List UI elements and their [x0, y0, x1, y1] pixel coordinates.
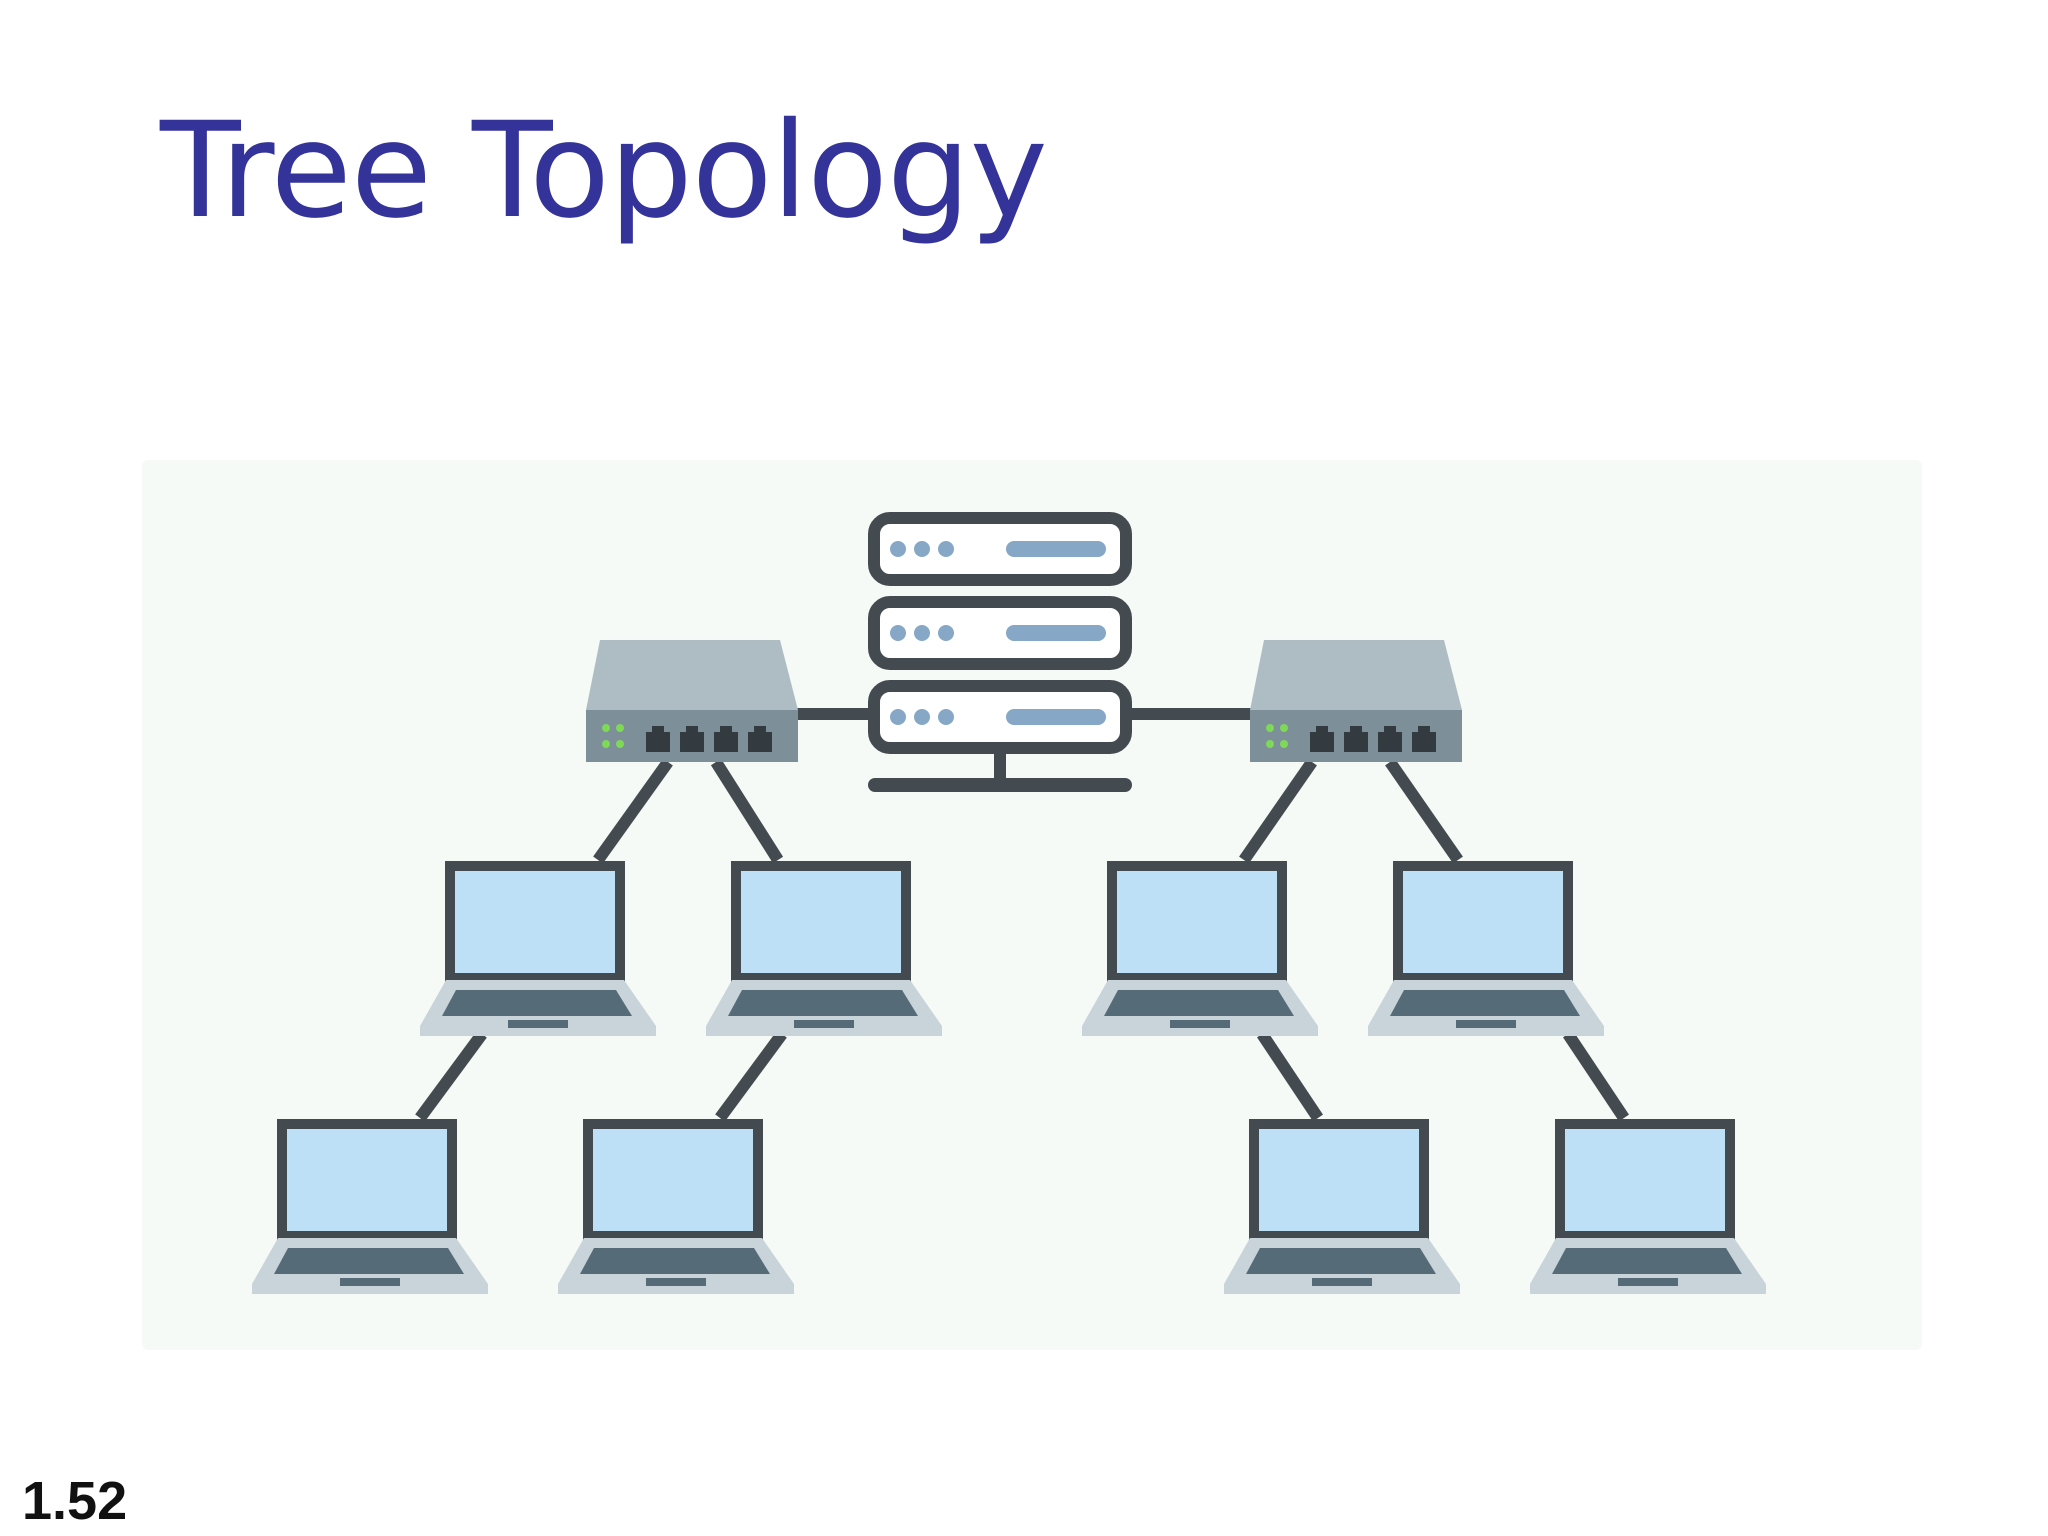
- connection-line: [715, 1030, 787, 1122]
- laptop-icon: [1530, 1119, 1766, 1294]
- network-devices: [252, 512, 1766, 1294]
- laptop-icon: [420, 861, 656, 1036]
- connection-line: [1239, 758, 1317, 864]
- laptop-icon: [1368, 861, 1604, 1036]
- connection-line: [1385, 758, 1463, 864]
- connection-line: [1257, 1030, 1323, 1122]
- network-switch-icon: [1250, 640, 1462, 762]
- connection-lines: [415, 708, 1629, 1122]
- connection-line: [593, 758, 673, 864]
- network-switch-icon: [586, 640, 798, 762]
- server-rack-icon: [868, 512, 1132, 792]
- laptop-icon: [1224, 1119, 1460, 1294]
- connection-line: [415, 1030, 487, 1122]
- laptop-icon: [706, 861, 942, 1036]
- connection-line: [710, 758, 784, 864]
- slide-title: Tree Topology: [160, 94, 1048, 248]
- connection-line: [1563, 1030, 1629, 1122]
- laptop-icon: [252, 1119, 488, 1294]
- slide-number: 1.52: [22, 1471, 128, 1531]
- laptop-icon: [1082, 861, 1318, 1036]
- laptop-icon: [558, 1119, 794, 1294]
